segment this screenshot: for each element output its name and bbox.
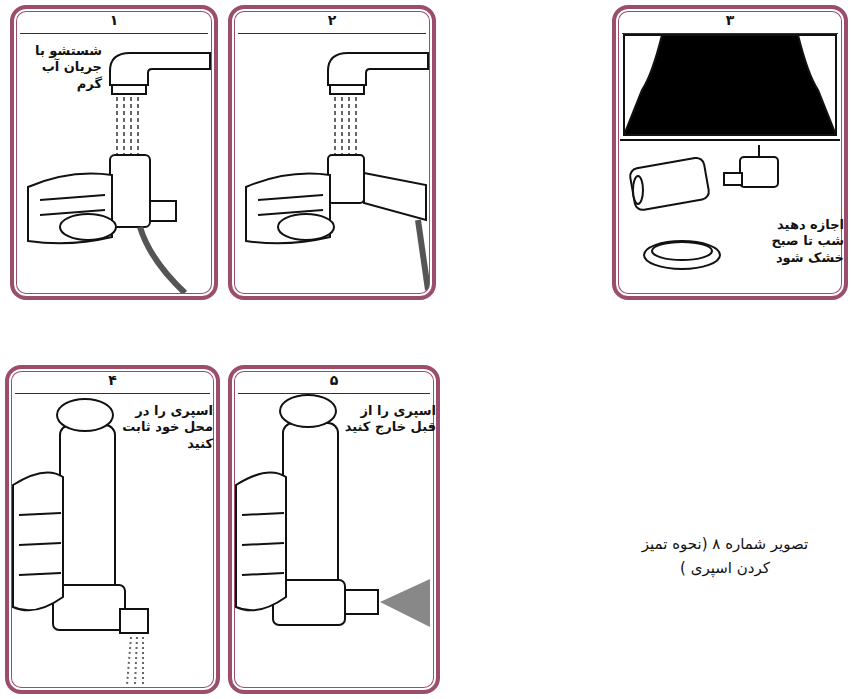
step-number: ۴ [9, 372, 216, 388]
instruction-panel: ۴ اسپری را در محل خود ثابت کنید [5, 365, 220, 694]
step-number: ۱ [14, 12, 214, 28]
step-number: ۲ [232, 12, 432, 28]
instruction-panel: ۲ [228, 5, 436, 300]
header-line [238, 393, 430, 394]
instruction-panel: ۱ شستشو با جریان آب گرم [10, 5, 218, 300]
step-label: اجازه دهید شب تا صبح خشک شود [754, 217, 844, 266]
step-label: اسپری را در محل خود ثابت کنید [121, 403, 213, 452]
header-line [622, 33, 838, 34]
washing-illustration [246, 53, 428, 290]
header-line [20, 33, 208, 34]
step-label: شستشو با جریان آب گرم [22, 43, 102, 92]
washing-illustration [28, 53, 210, 293]
header-line [238, 33, 426, 34]
step-number: ۳ [616, 12, 844, 28]
step-number: ۵ [232, 372, 436, 388]
assembly-illustration [13, 399, 148, 685]
header-line [15, 393, 210, 394]
instruction-panel: ۳ اجازه دهید شب تا صبح خشک شود [612, 5, 848, 300]
instruction-panel: ۵ اسپری را از قبل خارج کنید [228, 365, 440, 694]
figure-caption: تصویر شماره ۸ (نحوه تمیز کردن اسپری ) [625, 532, 825, 580]
step-label: اسپری را از قبل خارج کنید [344, 403, 436, 436]
